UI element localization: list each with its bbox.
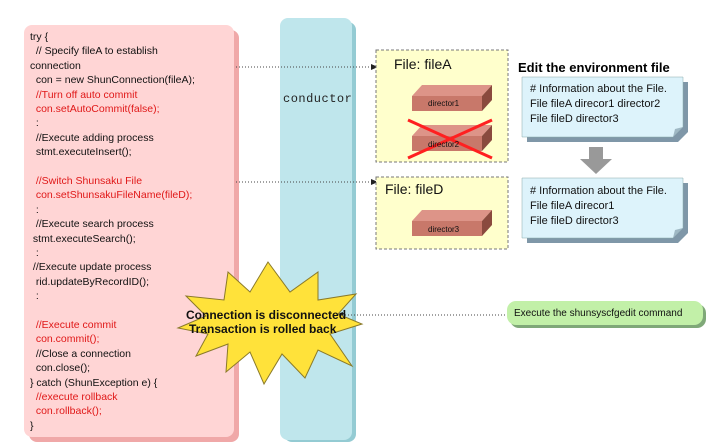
code-line: con = new ShunConnection(fileA); bbox=[30, 74, 195, 87]
code-line: : bbox=[30, 117, 39, 130]
code-line: try { bbox=[30, 31, 49, 43]
code-line: stmt.executeInsert(); bbox=[30, 146, 132, 159]
code-line: //Close a connection bbox=[30, 347, 131, 360]
down-arrow-icon bbox=[580, 147, 612, 174]
fileA-title: File: fileA bbox=[394, 56, 452, 72]
director2-label: director2 bbox=[428, 140, 460, 149]
director1-block bbox=[412, 85, 492, 111]
burst-text-line1: Connection is disconnected bbox=[186, 308, 347, 322]
code-line: con.setShunsakuFileName(fileD); bbox=[30, 189, 193, 202]
code-line: } bbox=[30, 419, 34, 432]
note-after-line: # Information about the File. bbox=[530, 185, 667, 197]
code-line: //Turn off auto commit bbox=[30, 88, 138, 101]
code-panel bbox=[24, 25, 234, 437]
code-line: con.rollback(); bbox=[30, 405, 102, 418]
conductor-column bbox=[280, 18, 352, 440]
director1-label: director1 bbox=[428, 99, 460, 108]
code-line: con.commit(); bbox=[30, 333, 100, 346]
arrow-head-fileA bbox=[371, 64, 378, 70]
starburst-shape bbox=[176, 261, 364, 386]
code-line: : bbox=[30, 203, 39, 216]
director3-label: director3 bbox=[428, 225, 460, 234]
director3-block bbox=[412, 210, 492, 236]
code-line: //Execute adding process bbox=[30, 131, 154, 144]
command-pill bbox=[507, 301, 703, 325]
code-line: // Specify fileA to establish bbox=[30, 45, 158, 58]
delete-cross-line2 bbox=[407, 118, 493, 160]
code-line: //execute rollback bbox=[30, 391, 118, 403]
code-line: //Execute update process bbox=[30, 261, 152, 274]
code-line: //Switch Shunsaku File bbox=[30, 175, 143, 187]
note-before-line: # Information about the File. bbox=[530, 83, 667, 95]
burst-text-line2: Transaction is rolled back bbox=[189, 322, 337, 336]
code-line: : bbox=[30, 247, 39, 259]
conductor-label: conductor bbox=[283, 92, 353, 106]
env-note-before bbox=[521, 76, 688, 142]
code-line: con.setAutoCommit(false); bbox=[30, 103, 160, 115]
code-line: : bbox=[30, 290, 39, 303]
note-before-line: File fileA direcor1 director2 bbox=[530, 98, 661, 110]
code-line: } catch (ShunException e) { bbox=[30, 376, 158, 389]
code-line: con.close(); bbox=[30, 362, 91, 375]
code-line: rid.updateByRecordID(); bbox=[30, 275, 150, 288]
code-line: stmt.executeSearch(); bbox=[30, 232, 136, 245]
command-label: Execute the shunsyscfgedit command bbox=[514, 308, 683, 319]
edit-env-title: Edit the environment file bbox=[518, 60, 670, 75]
env-note-after bbox=[521, 177, 688, 243]
fileD-title: File: fileD bbox=[385, 181, 444, 197]
note-after-line: File fileD director3 bbox=[530, 215, 619, 227]
code-line: connection bbox=[30, 59, 81, 72]
note-after-line: File fileA direcor1 bbox=[530, 200, 615, 212]
code-line: //Execute search process bbox=[30, 218, 154, 231]
arrow-head-fileD bbox=[371, 179, 378, 185]
note-before-line: File fileD director3 bbox=[530, 113, 619, 125]
code-line: //Execute commit bbox=[30, 319, 117, 331]
